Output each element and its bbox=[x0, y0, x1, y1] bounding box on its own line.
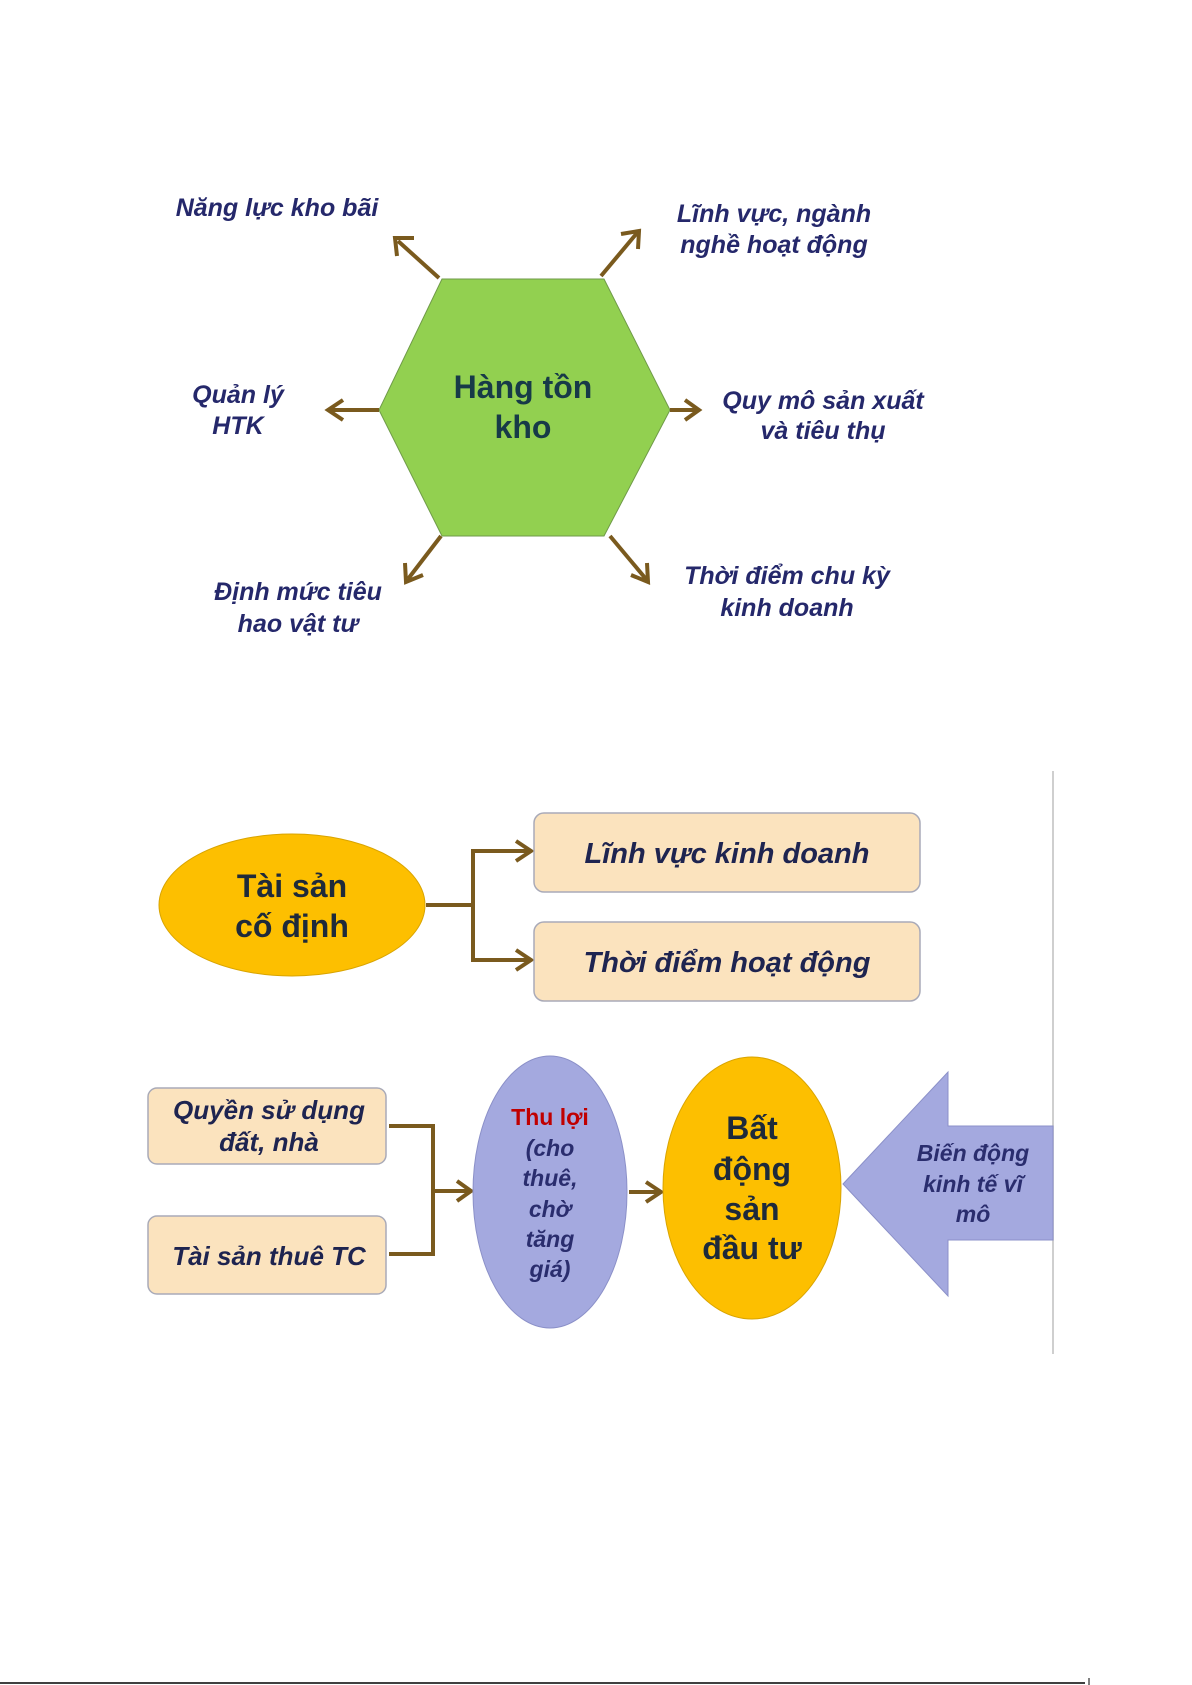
purpose-line: tăng bbox=[526, 1226, 575, 1252]
inventory-diagram: Hàng tồn kho Năng lực kho bãi Lĩnh vực, … bbox=[176, 194, 926, 638]
factor-scale-line1: Quy mô sản xuất bbox=[722, 387, 925, 415]
factor-storage-capacity: Năng lực kho bãi bbox=[176, 194, 380, 222]
arrowhead-icon bbox=[630, 562, 651, 586]
fixed-asset-label-line1: Tài sản bbox=[237, 868, 347, 904]
purpose-line: thuê, bbox=[523, 1165, 578, 1191]
factor-norms-line1: Định mức tiêu bbox=[214, 578, 382, 606]
factor-business-field-line1: Lĩnh vực, ngành bbox=[677, 200, 871, 228]
box-business-field bbox=[533, 812, 921, 893]
investment-property-diagram: Quyền sử dụng đất, nhà Tài sản thuê TC T… bbox=[147, 1055, 1054, 1329]
connector-arrows-icon bbox=[426, 839, 535, 972]
purpose-title: Thu lợi bbox=[511, 1104, 589, 1130]
investment-property-line: đầu tư bbox=[702, 1230, 802, 1266]
arrow-top-right-icon bbox=[599, 231, 639, 278]
arrowhead-icon bbox=[403, 562, 424, 585]
arrowhead-icon bbox=[620, 228, 642, 250]
purpose-line: giá) bbox=[529, 1256, 571, 1282]
factor-scale-line2: và tiêu thụ bbox=[760, 417, 885, 445]
arrowhead-icon bbox=[392, 236, 414, 257]
fixed-asset-diagram: Tài sản cố định Lĩnh vực kinh doanh Thời… bbox=[158, 812, 921, 1002]
box-finance-lease bbox=[147, 1215, 387, 1295]
hexagon-label-line1: Hàng tồn bbox=[454, 369, 593, 405]
macro-arrow-icon bbox=[842, 1070, 1054, 1298]
arrowhead-icon bbox=[683, 398, 703, 422]
macro-label-line: kinh tế vĩ bbox=[923, 1171, 1026, 1197]
box-finance-lease-label: Tài sản thuê TC bbox=[172, 1241, 367, 1271]
purpose-line: (cho bbox=[526, 1135, 575, 1161]
box-land-use-rights-line1: Quyền sử dụng bbox=[173, 1095, 365, 1125]
investment-property-line: sản bbox=[724, 1191, 779, 1227]
macro-label-line: mô bbox=[956, 1201, 991, 1227]
box-operating-time-label: Thời điểm hoạt động bbox=[584, 947, 871, 979]
factor-cycle-line2: kinh doanh bbox=[720, 594, 853, 622]
purpose-line: chờ bbox=[529, 1196, 574, 1222]
investment-property-line: động bbox=[713, 1151, 791, 1187]
arrow-bottom-right-icon bbox=[608, 534, 648, 581]
arrow-bottom-left-icon bbox=[406, 534, 443, 581]
box-land-use-rights bbox=[147, 1087, 387, 1165]
inventory-hexagon bbox=[378, 278, 671, 537]
box-operating-time bbox=[533, 921, 921, 1002]
macro-label-line: Biến động bbox=[917, 1140, 1029, 1166]
factor-cycle-line1: Thời điểm chu kỳ bbox=[684, 562, 891, 590]
purpose-ellipse bbox=[472, 1055, 628, 1329]
arrow-icons bbox=[324, 228, 703, 586]
factor-norms-line2: hao vật tư bbox=[238, 610, 361, 638]
investment-property-line: Bất bbox=[726, 1110, 778, 1146]
factor-management-line1: Quản lý bbox=[192, 381, 285, 409]
factor-management-line2: HTK bbox=[212, 412, 265, 440]
hexagon-label-line2: kho bbox=[495, 409, 552, 445]
fixed-asset-ellipse bbox=[158, 833, 426, 977]
investment-property-ellipse bbox=[662, 1056, 842, 1320]
arrowhead-icon bbox=[324, 398, 345, 422]
box-land-use-rights-line2: đất, nhà bbox=[219, 1127, 319, 1157]
factor-business-field-line2: nghề hoạt động bbox=[680, 231, 867, 259]
box-business-field-label: Lĩnh vực kinh doanh bbox=[585, 838, 870, 870]
arrow-top-left-icon bbox=[396, 239, 441, 280]
fixed-asset-label-line2: cố định bbox=[235, 908, 349, 944]
bracket-arrow-icon bbox=[389, 1124, 665, 1256]
